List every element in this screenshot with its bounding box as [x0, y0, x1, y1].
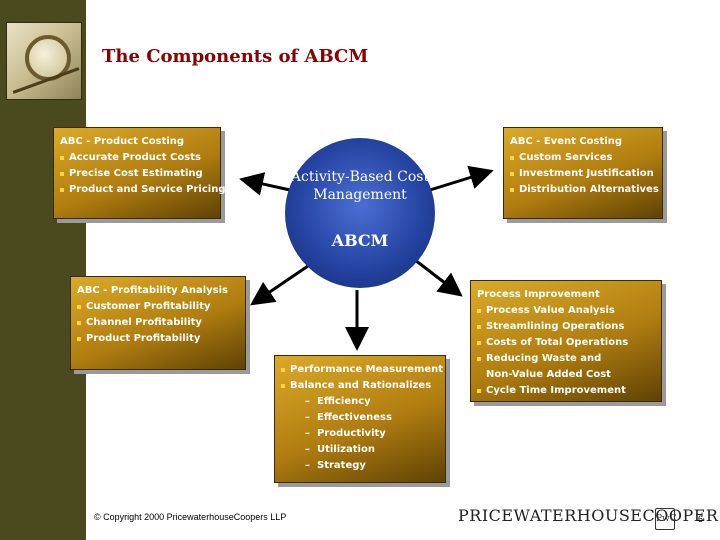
sub-list-item: –Efficiency [305, 396, 371, 407]
list-item: Custom Services [510, 150, 656, 166]
list-item: Streamlining Operations [477, 319, 655, 335]
sub-list-item: –Utilization [305, 444, 375, 455]
list-item: Cycle Time Improvement [477, 383, 655, 399]
list-item: Customer Profitability [77, 299, 239, 315]
list-item: Investment Justification [510, 166, 656, 182]
arrow-to-product-costing [239, 172, 291, 196]
abcm-center-circle: Activity-Based Cost Management ABCM [285, 138, 435, 288]
sub-list-item: –Effectiveness [305, 412, 392, 423]
list-item: Product Profitability [77, 331, 239, 347]
box-heading: ABC - Product Costing [60, 136, 185, 147]
slide-title: The Components of ABCM [102, 46, 369, 67]
page-number: 6 [698, 514, 704, 524]
list-item: Distribution Alternatives [510, 182, 659, 198]
magnifier-photo [6, 22, 82, 100]
list-item: Channel Profitability [77, 315, 239, 331]
sub-list-item: –Productivity [305, 428, 386, 439]
box-heading: ABC - Event Costing [510, 136, 622, 147]
arrow-to-profitability [250, 264, 309, 306]
center-label: Activity-Based Cost Management [290, 169, 430, 203]
sidebar-strip [0, 0, 86, 540]
box-heading: ABC - Profitability Analysis [77, 285, 228, 296]
list-item: Performance Measurement [281, 362, 443, 378]
list-item: Product and Service Pricing [60, 182, 225, 198]
arrow-to-event-costing [429, 165, 494, 192]
box-profitability-analysis: ABC - Profitability Analysis Customer Pr… [70, 276, 246, 370]
arrow-to-process-improvement [414, 258, 463, 297]
company-logo: PRICEWATERHOUSECOOPERS [458, 506, 720, 525]
logo-seal-icon: PwC [655, 508, 677, 530]
list-item: Process Value Analysis [477, 303, 655, 319]
sub-list-item: –Strategy [305, 460, 366, 471]
list-item: Accurate Product Costs [60, 150, 214, 166]
list-item: Balance and Rationalizes [281, 378, 439, 394]
box-event-costing: ABC - Event Costing Custom Services Inve… [503, 127, 663, 219]
list-item: Reducing Waste and Non-Value Added Cost [477, 351, 626, 383]
box-performance-measurement: Performance Measurement Balance and Rati… [274, 355, 446, 483]
list-item: Precise Cost Estimating [60, 166, 214, 182]
center-abbreviation: ABCM [331, 231, 389, 250]
list-item: Costs of Total Operations [477, 335, 655, 351]
box-heading: Process Improvement [477, 289, 600, 300]
box-product-costing: ABC - Product Costing Accurate Product C… [53, 127, 225, 219]
copyright-notice: © Copyright 2000 PricewaterhouseCoopers … [94, 512, 287, 522]
box-process-improvement: Process Improvement Process Value Analys… [470, 280, 662, 402]
